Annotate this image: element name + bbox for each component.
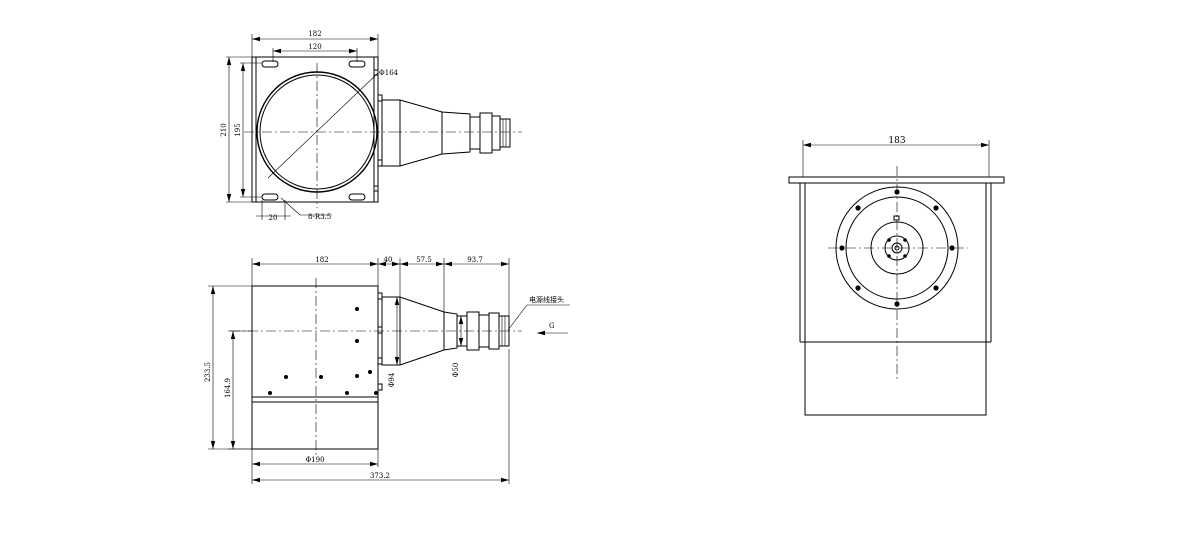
side-dim-cone: 57.5 <box>416 256 432 264</box>
top-view-connector <box>499 118 511 148</box>
side-dim-neck-diameter: Φ50 <box>452 363 460 378</box>
top-view: 182 120 210 195 Φ164 20 8-R3.5 <box>220 30 522 222</box>
top-dim-width: 182 <box>308 30 321 38</box>
side-view-body <box>251 285 379 450</box>
connector-label: 电源线接头 <box>529 295 564 304</box>
front-view: 183 <box>788 136 1005 416</box>
top-dim-slots: 8-R3.5 <box>308 213 331 221</box>
top-dim-slot-offset: 20 <box>269 214 278 222</box>
side-view: 182 40 57.5 93.7 233.5 164.9 Φ94 Φ50 Φ19… <box>204 256 570 484</box>
side-dim-cone-diameter: Φ94 <box>388 372 396 387</box>
mounting-slot <box>261 60 279 68</box>
view-arrow-label: G <box>549 322 555 330</box>
side-dim-height-inner: 164.9 <box>224 378 232 398</box>
front-dim-width: 183 <box>888 136 905 146</box>
top-view-plate <box>251 56 379 203</box>
top-dim-holes: 120 <box>308 43 321 51</box>
side-view-cone <box>381 296 458 366</box>
side-dim-body-diameter: Φ190 <box>305 456 324 464</box>
side-dim-tail: 93.7 <box>467 256 483 264</box>
side-dim-height-total: 233.5 <box>204 362 212 382</box>
top-dim-diameter: Φ164 <box>379 69 399 77</box>
side-dim-total-length: 373.2 <box>370 472 390 480</box>
top-dim-height-outer: 210 <box>220 123 228 136</box>
top-dim-height-inner: 195 <box>234 123 242 136</box>
front-view-body <box>804 341 987 416</box>
top-view-cone <box>381 99 471 167</box>
mounting-slot <box>348 193 366 201</box>
side-dim-flange: 40 <box>384 256 393 264</box>
front-view-flange <box>788 176 1005 184</box>
side-dim-body: 182 <box>315 256 328 264</box>
mounting-slot <box>261 193 279 201</box>
